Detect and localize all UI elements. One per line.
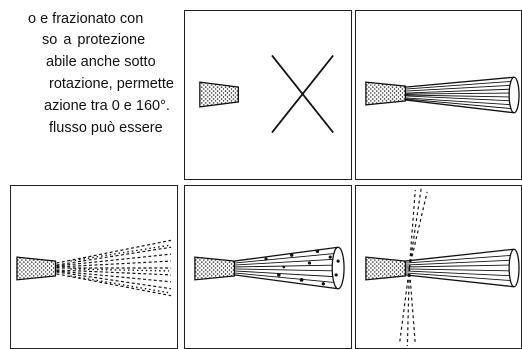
- text-line-6: flusso può essere: [49, 120, 163, 136]
- text-line-2: so a protezione: [42, 32, 146, 48]
- text-line-4: rotazione, permette: [49, 76, 174, 92]
- nozzle-crossed-out-icon: [199, 54, 334, 134]
- panel-jet-droplets: [184, 185, 352, 349]
- panel-full-jet: [355, 10, 522, 180]
- nozzle-full-jet-icon: [365, 76, 520, 114]
- text-line-5: azione tra 0 e 160°.: [44, 98, 170, 114]
- nozzle-fine-spray-icon: [16, 239, 172, 297]
- panel-jet-fan: [355, 185, 522, 349]
- text-line-1: o e frazionato con: [28, 11, 144, 27]
- nozzle-jet-with-protection-fan-icon: [365, 187, 520, 347]
- panel-crossed-out: [184, 10, 352, 180]
- nozzle-jet-with-droplets-icon: [194, 246, 345, 290]
- panel-fine-spray: [10, 185, 178, 349]
- text-line-3: abile anche sotto: [46, 54, 156, 70]
